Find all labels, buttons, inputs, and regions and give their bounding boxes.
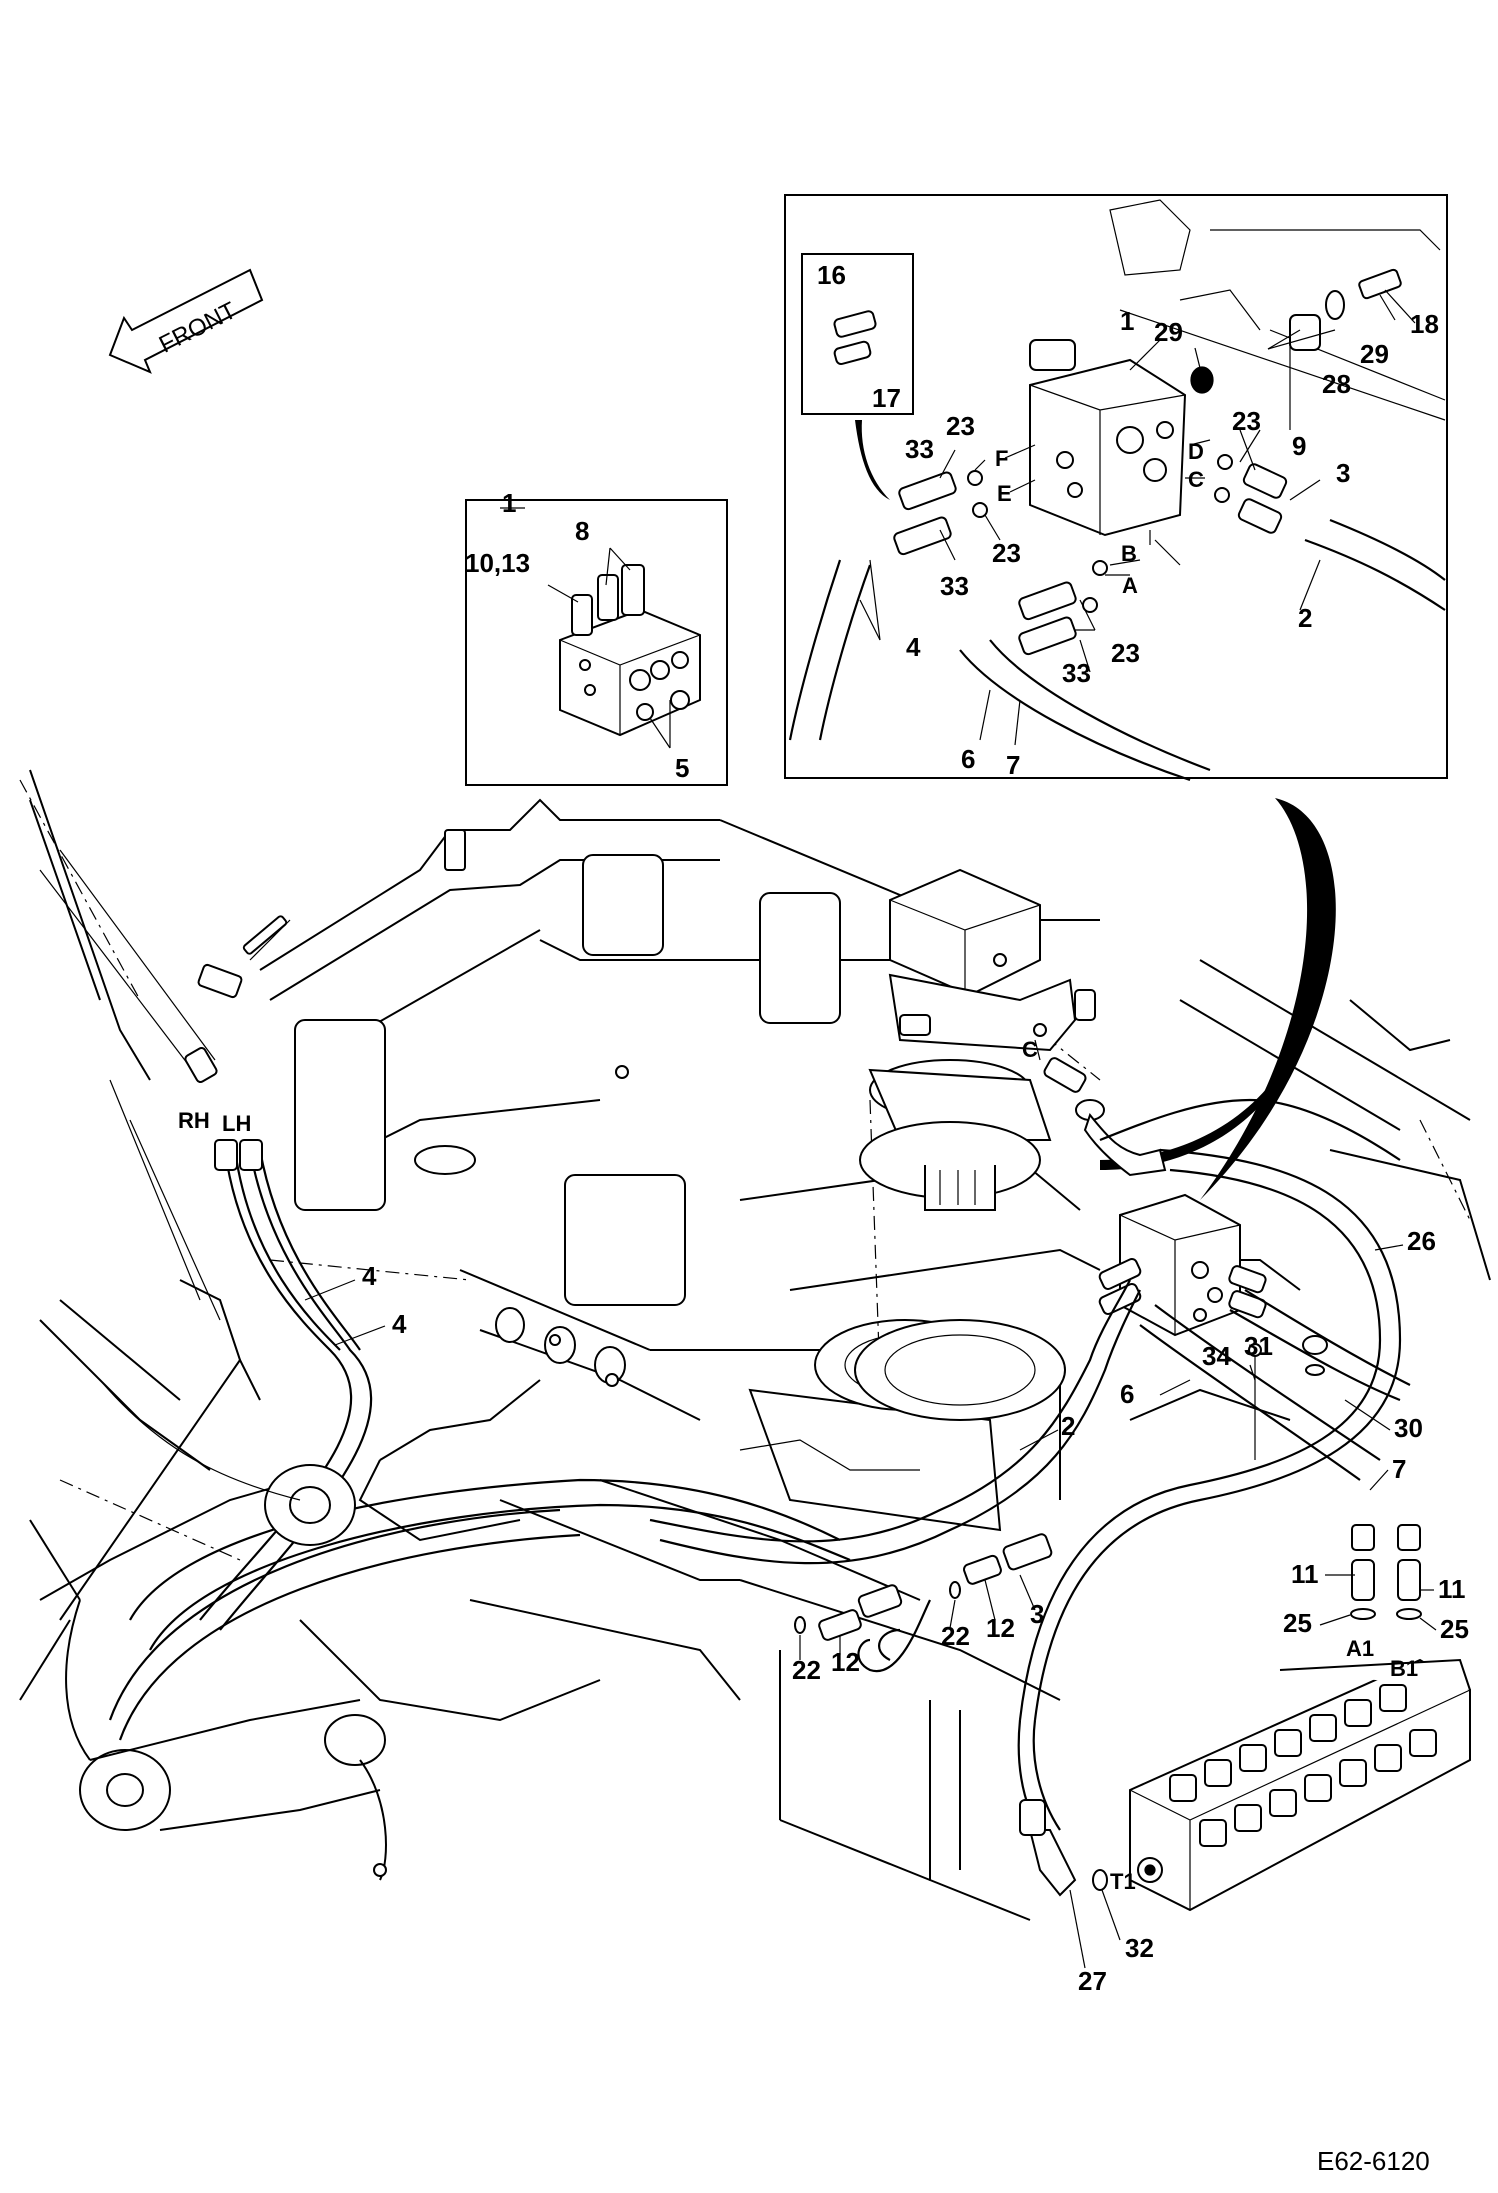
callout-33-b: 33 bbox=[940, 571, 969, 601]
port-label-c: C bbox=[1188, 467, 1204, 492]
callout-16: 16 bbox=[817, 260, 846, 290]
callout-1: 1 bbox=[502, 488, 516, 518]
port-label-b: B bbox=[1121, 541, 1137, 566]
callout-10-13: 10,13 bbox=[465, 548, 530, 578]
port-label-d: D bbox=[1188, 439, 1204, 464]
callout-12-a: 12 bbox=[986, 1613, 1015, 1643]
callout-9: 9 bbox=[1292, 431, 1306, 461]
inset-valve-block bbox=[465, 499, 728, 786]
callout-2-main: 2 bbox=[1061, 1411, 1075, 1441]
boom-pivot-bracket bbox=[19, 1279, 387, 1881]
callout-33-a: 33 bbox=[905, 434, 934, 464]
callout-3-inset: 3 bbox=[1336, 458, 1350, 488]
port-label-e: E bbox=[997, 481, 1012, 506]
callout-28: 28 bbox=[1322, 369, 1351, 399]
callout-30: 30 bbox=[1394, 1413, 1423, 1443]
callout-18: 18 bbox=[1410, 309, 1439, 339]
swing-motor bbox=[854, 868, 1167, 1421]
port-label-a: A bbox=[1122, 573, 1138, 598]
callout-22-a: 22 bbox=[941, 1621, 970, 1651]
inset-swivel-joint-detail bbox=[784, 194, 1448, 782]
callout-6-main: 6 bbox=[1120, 1379, 1134, 1409]
callout-23-a: 23 bbox=[946, 411, 975, 441]
callout-4-main-a: 4 bbox=[362, 1261, 377, 1291]
callout-11-a: 11 bbox=[1291, 1559, 1319, 1589]
callout-29-a: 29 bbox=[1154, 317, 1183, 347]
drawing-code: E62-6120 bbox=[1317, 2146, 1430, 2176]
callout-31: 31 bbox=[1244, 1331, 1273, 1361]
port-label-c-main: C bbox=[1022, 1037, 1038, 1062]
callout-33-c: 33 bbox=[1062, 658, 1091, 688]
port-label-f: F bbox=[995, 446, 1008, 471]
port-label-t1: T1 bbox=[1110, 1869, 1136, 1894]
callout-25-a: 25 bbox=[1283, 1608, 1312, 1638]
callout-11-b: 11 bbox=[1438, 1574, 1466, 1604]
callout-labels: 1 8 10,13 5 16 17 1 29 29 28 18 23 23 23… bbox=[178, 260, 1469, 2176]
callout-29-b: 29 bbox=[1360, 339, 1389, 369]
callout-25-b: 25 bbox=[1440, 1614, 1469, 1644]
callout-2-inset: 2 bbox=[1298, 603, 1312, 633]
callout-23-b: 23 bbox=[1232, 406, 1261, 436]
callout-7-inset: 7 bbox=[1006, 750, 1020, 780]
callout-5: 5 bbox=[675, 753, 689, 783]
callout-8: 8 bbox=[575, 516, 589, 546]
front-direction-arrow: FRONT bbox=[108, 268, 264, 374]
callout-26: 26 bbox=[1407, 1226, 1436, 1256]
callout-23-c: 23 bbox=[992, 538, 1021, 568]
inset-leader-wedge bbox=[1200, 798, 1336, 1200]
boom-cylinder-link bbox=[39, 849, 301, 1501]
port-label-b1: B1 bbox=[1390, 1656, 1418, 1681]
rh-label: RH bbox=[178, 1108, 210, 1133]
swivel-valve bbox=[1098, 1193, 1267, 1337]
hydraulic-hoses bbox=[108, 1098, 1411, 1841]
port-label-a1: A1 bbox=[1346, 1636, 1374, 1661]
hose-fittings bbox=[214, 1139, 1422, 1897]
callout-34: 34 bbox=[1202, 1341, 1231, 1371]
front-label: FRONT bbox=[155, 297, 241, 359]
callout-22-b: 22 bbox=[792, 1655, 821, 1685]
callout-4-main-b: 4 bbox=[392, 1309, 407, 1339]
main-control-valve bbox=[1129, 1658, 1471, 1912]
callout-32: 32 bbox=[1125, 1933, 1154, 1963]
callout-7-main: 7 bbox=[1392, 1454, 1406, 1484]
callout-1-inset: 1 bbox=[1120, 306, 1134, 336]
lh-label: LH bbox=[222, 1111, 251, 1136]
callout-6-inset: 6 bbox=[961, 744, 975, 774]
callout-23-d: 23 bbox=[1111, 638, 1140, 668]
leader-lines bbox=[304, 1039, 1437, 1969]
callout-17: 17 bbox=[872, 383, 901, 413]
callout-4-inset: 4 bbox=[906, 632, 921, 662]
callout-27: 27 bbox=[1078, 1966, 1107, 1996]
callout-12-b: 12 bbox=[831, 1647, 860, 1677]
